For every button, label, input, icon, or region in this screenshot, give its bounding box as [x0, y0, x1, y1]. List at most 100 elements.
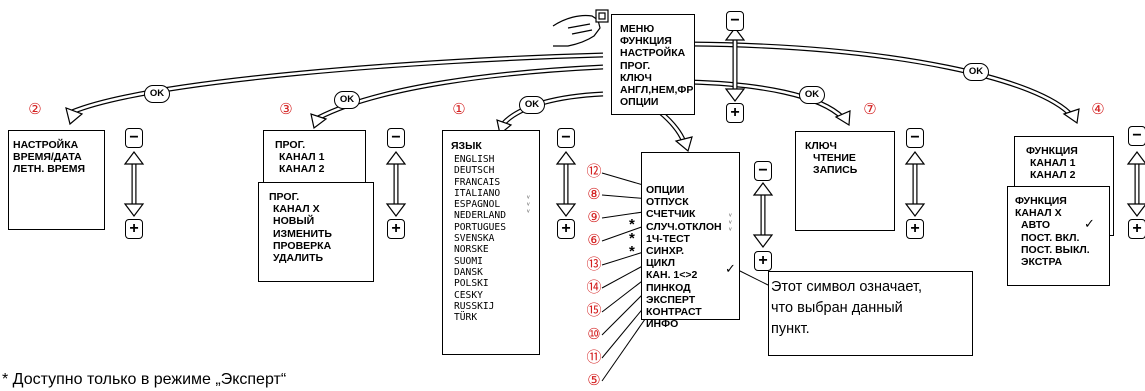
option-item: 1Ч-ТЕСТ [646, 232, 690, 245]
key-box: КЛЮЧ ЧТЕНИЕ ЗАПИСЬ [795, 131, 895, 231]
menu-item: НАСТРОЙКА [620, 47, 686, 60]
plus-button[interactable]: + [1128, 219, 1145, 239]
program-item: ПРОВЕРКА [273, 239, 332, 252]
minus-button[interactable]: − [754, 161, 772, 181]
program-box-front: ПРОГ. КАНАЛ X НОВЫЙ ИЗМЕНИТЬ ПРОВЕРКА УД… [258, 182, 374, 282]
option-number: ⑨ [587, 209, 601, 226]
option-number: ⑧ [587, 186, 601, 203]
plus-button[interactable]: + [906, 219, 924, 239]
function-item: ПОСТ. ВЫКЛ. [1021, 243, 1090, 256]
option-item: ЭКСПЕРТ [646, 293, 696, 306]
language-item: ENGLISH [454, 154, 495, 165]
minus-button[interactable]: − [1128, 126, 1145, 146]
program-item: КАНАЛ 1 [279, 151, 325, 164]
minus-button[interactable]: − [387, 128, 405, 148]
option-item: СЧЕТЧИК [646, 208, 696, 221]
plus-button[interactable]: + [557, 219, 575, 239]
minus-button[interactable]: − [557, 128, 575, 148]
menu-item: МЕНЮ [620, 23, 655, 35]
program-item: ПРОГ. [269, 191, 300, 203]
hand-icon [552, 9, 609, 47]
function-item: АВТО [1021, 219, 1051, 232]
key-item: ЧТЕНИЕ [813, 152, 856, 165]
plus-button[interactable]: + [387, 219, 405, 239]
plus-button[interactable]: + [125, 219, 143, 239]
program-item: КАНАЛ X [273, 203, 320, 216]
language-item: DANSK [454, 266, 483, 278]
program-item: ПРОГ. [275, 139, 306, 151]
options-box: ОПЦИИ ОТПУСК СЧЕТЧИК СЛУЧ.ОТКЛОН 1Ч-ТЕСТ… [641, 152, 740, 330]
option-number: ⑤ [587, 372, 601, 389]
settings-item: ВРЕМЯ/ДАТА [13, 151, 82, 164]
option-number: ⑭ [586, 279, 602, 296]
function-item: ЭКСТРА [1021, 256, 1063, 269]
callout-line: Этот символ означает, [771, 279, 922, 295]
language-item: DEUTSCH [454, 165, 495, 177]
language-item: RUSSKIJ [454, 300, 495, 312]
section-number-key: ⑦ [863, 101, 877, 118]
minus-button[interactable]: − [906, 128, 924, 148]
check-mark-explanation: Этот символ означает, что выбран данный … [768, 271, 973, 356]
function-item: ПОСТ. ВКЛ. [1021, 231, 1080, 244]
language-item: ITALIANO [454, 187, 501, 199]
key-item: ЗАПИСЬ [813, 164, 858, 177]
language-item: NEDERLAND [454, 210, 506, 222]
function-item: КАНАЛ X [1015, 207, 1062, 220]
language-item: TÜRK [454, 312, 478, 324]
language-item: POLSKI [454, 278, 489, 290]
expert-only-marker: * [629, 243, 635, 260]
language-item: FRANCAIS [454, 176, 501, 188]
minus-button[interactable]: − [726, 11, 744, 31]
ok-badge: OK [963, 63, 989, 81]
option-item: ОПЦИИ [646, 184, 685, 196]
ok-badge: OK [799, 86, 825, 104]
menu-item: ПРОГ. [620, 59, 651, 72]
option-number: ⑮ [586, 302, 602, 319]
minus-button[interactable]: − [125, 128, 143, 148]
menu-item: ФУНКЦИЯ [620, 35, 672, 48]
program-item: УДАЛИТЬ [273, 252, 324, 265]
language-item: SUOMI [454, 255, 483, 267]
option-item: СИНХР. [646, 245, 685, 258]
arrow-to-language [501, 91, 604, 126]
check-mark-icon: ✓ [725, 261, 736, 276]
callout-line: пункт. [771, 321, 810, 337]
expert-only-marker: * [629, 216, 635, 233]
option-item: ОТПУСК [646, 196, 689, 209]
section-number-language: ① [452, 101, 466, 118]
language-item: ESPAGNOL [454, 199, 501, 211]
function-item: КАНАЛ 2 [1030, 169, 1076, 182]
language-item: CESKY [454, 289, 483, 301]
key-item: КЛЮЧ [805, 140, 837, 152]
settings-item: ЛЕТН. ВРЕМЯ [13, 163, 86, 176]
expert-only-marker: * [629, 230, 635, 247]
section-number-function: ④ [1091, 101, 1105, 118]
function-item: КАНАЛ 1 [1030, 157, 1076, 170]
language-title: ЯЗЫК [451, 140, 482, 152]
arrow-to-function [689, 41, 1074, 118]
option-number: ⑫ [586, 163, 602, 180]
option-number: ⑥ [587, 232, 601, 249]
function-item: ФУНКЦИЯ [1026, 145, 1078, 157]
plus-button[interactable]: + [726, 103, 744, 123]
footnote: * Доступно только в режиме „Эксперт“ [2, 371, 287, 388]
section-number-settings: ② [28, 101, 42, 118]
option-item: ИНФО [646, 318, 679, 331]
menu-item: ОПЦИИ [620, 96, 659, 109]
ok-badge: OK [519, 96, 545, 114]
section-number-program: ③ [279, 101, 293, 118]
main-menu-box: МЕНЮ ФУНКЦИЯ НАСТРОЙКА ПРОГ. КЛЮЧ АНГЛ,Н… [611, 14, 695, 115]
ok-badge: OK [334, 91, 360, 109]
option-item: СЛУЧ.ОТКЛОН [646, 220, 722, 233]
option-number: ⑩ [587, 326, 601, 343]
option-number: ⑪ [586, 349, 602, 366]
function-box-front: ФУНКЦИЯ КАНАЛ X АВТО ПОСТ. ВКЛ. ПОСТ. ВЫ… [1007, 186, 1110, 286]
option-item: ПИНКОД [646, 281, 691, 294]
check-mark-icon: ✓ [1084, 216, 1095, 231]
callout-line: что выбран данный [771, 300, 903, 316]
option-item: КАН. 1<>2 [646, 269, 698, 282]
settings-item: НАСТРОЙКА [13, 139, 79, 151]
plus-button[interactable]: + [754, 251, 772, 271]
